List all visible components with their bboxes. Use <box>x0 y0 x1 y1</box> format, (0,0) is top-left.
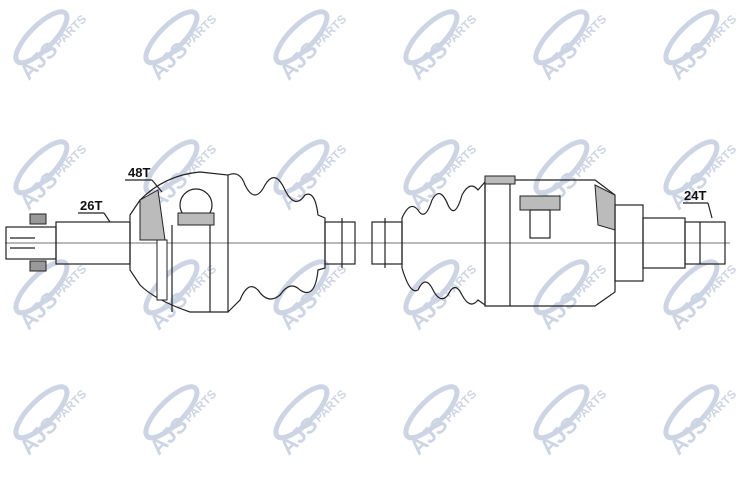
abs-ring-label: 48T <box>128 165 150 180</box>
inner-spline-label: 24T <box>684 188 706 203</box>
inner-cv-joint <box>484 175 616 307</box>
inner-boot <box>401 180 486 307</box>
outer-spline-label: 26T <box>80 198 102 213</box>
outer-boot <box>227 173 326 313</box>
inner-stub <box>614 204 726 282</box>
outer-stub <box>5 213 131 272</box>
outer-cv-joint <box>129 171 229 313</box>
